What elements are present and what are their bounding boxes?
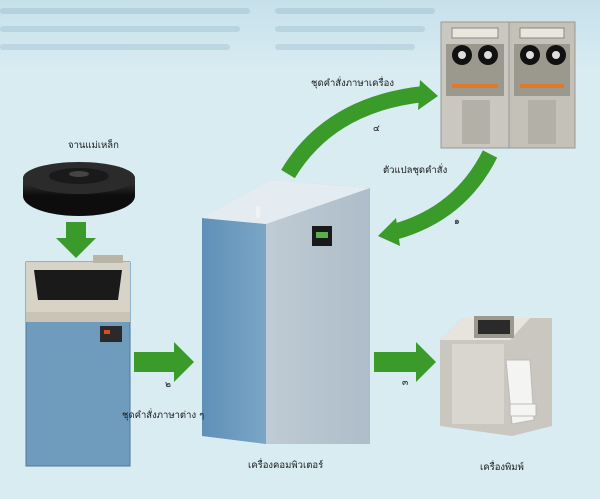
label-magnetic-disk: จานแม่เหล็ก [68, 140, 119, 151]
step-number-3: ๓ [402, 378, 409, 388]
label-compiler: ตัวแปลชุดคำสั่ง [383, 165, 448, 176]
step-number-4: ๔ [373, 124, 380, 134]
step-number-2: ๒ [165, 380, 171, 390]
arrow-step-4-curve [281, 80, 438, 179]
printer-machine [440, 316, 552, 436]
tape-drive-units [440, 21, 576, 149]
arrow-disk-down [56, 222, 96, 258]
disk-drive-cabinet [25, 255, 131, 467]
arrow-step-1-curve [378, 150, 498, 246]
label-various-languages: ชุดคำสั่งภาษาต่าง ๆ [122, 410, 205, 421]
label-computer: เครื่องคอมพิวเตอร์ [248, 460, 324, 471]
arrow-step-2 [134, 342, 194, 382]
arrow-step-3 [374, 342, 436, 382]
computer-cabinet [202, 180, 370, 444]
label-printer: เครื่องพิมพ์ [480, 462, 524, 473]
magnetic-disk-pack [23, 162, 135, 216]
step-number-1: ๑ [454, 217, 460, 227]
label-machine-language: ชุดคำสั่งภาษาเครื่อง [311, 78, 394, 89]
